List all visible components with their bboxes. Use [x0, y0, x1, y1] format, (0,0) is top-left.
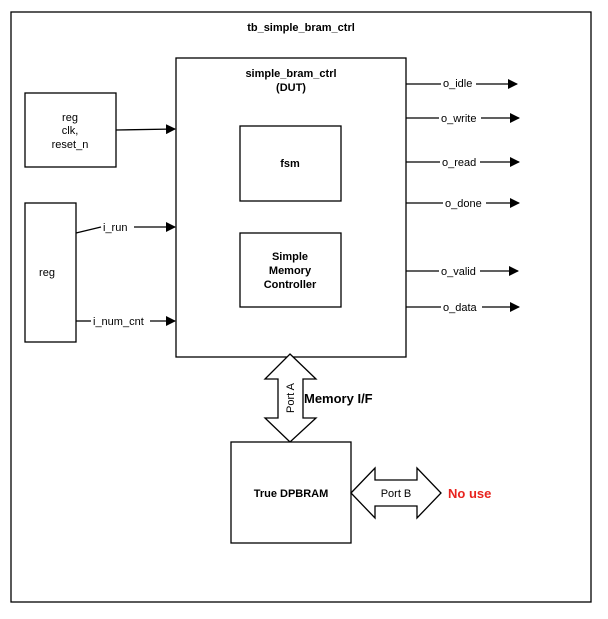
memory-controller-line3: Controller — [264, 279, 317, 291]
o-read-label: o_read — [442, 157, 476, 169]
dut-title: simple_bram_ctrl — [245, 68, 336, 80]
o-data-label: o_data — [443, 302, 478, 314]
fsm-label: fsm — [280, 158, 300, 170]
o-valid-label: o_valid — [441, 266, 476, 278]
reg-clk-line2: clk, — [62, 125, 79, 137]
memory-controller-line2: Memory — [269, 265, 312, 277]
i-num-cnt-label: i_num_cnt — [93, 316, 144, 328]
no-use-label: No use — [448, 486, 491, 501]
memory-controller-block — [239, 232, 342, 308]
i-run-label: i_run — [103, 222, 127, 234]
i-run-stub — [75, 226, 102, 234]
port-b-arrow — [350, 466, 442, 520]
reg-clk-block — [24, 92, 117, 168]
port-a-label: Port A — [285, 382, 297, 413]
reg-clk-line1: reg — [62, 112, 78, 124]
dut-subtitle: (DUT) — [276, 82, 306, 94]
o-idle-label: o_idle — [443, 78, 472, 90]
reg-clk-line3: reset_n — [52, 139, 89, 151]
reg-block — [24, 202, 77, 343]
memory-interface-label: Memory I/F — [304, 391, 373, 406]
o-done-label: o_done — [445, 198, 482, 210]
port-b-label: Port B — [381, 488, 412, 500]
dpbram-label: True DPBRAM — [254, 488, 329, 500]
reg-label: reg — [39, 267, 55, 279]
o-write-label: o_write — [441, 113, 476, 125]
fsm-block — [239, 125, 342, 202]
memory-controller-line1: Simple — [272, 251, 308, 263]
dut-block — [175, 57, 407, 358]
testbench-title: tb_simple_bram_ctrl — [247, 22, 355, 34]
clk-reset-arrow — [115, 124, 176, 135]
